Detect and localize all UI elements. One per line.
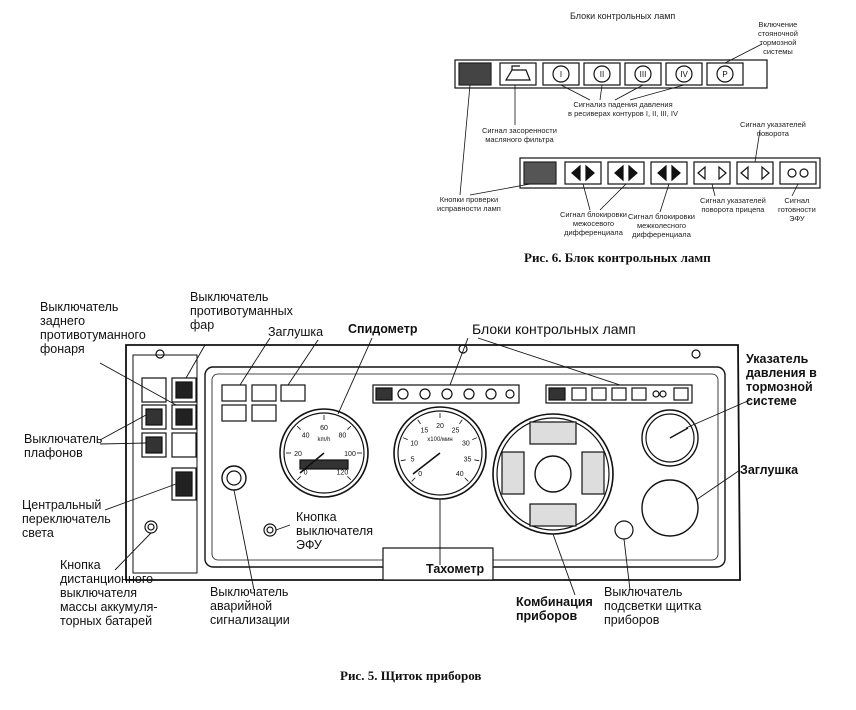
fig6-caption: Рис. 6. Блок контрольных ламп — [524, 250, 711, 265]
tachometer-tick-label: 25 — [452, 428, 460, 435]
speedometer-tick — [347, 476, 352, 481]
lamp-glyph-P: P — [722, 70, 727, 79]
lower-lamp-block — [519, 157, 821, 189]
lamp-glyph-III: III — [640, 70, 647, 79]
tachometer-tick — [411, 477, 416, 482]
label-oil-filter: Сигнал засоренности масляного фильтра — [482, 126, 557, 144]
left-switch-column — [141, 377, 197, 534]
label-speedometer: Спидометр — [348, 322, 418, 336]
tachometer-tick-label: 10 — [410, 440, 418, 447]
speedometer-tick-label: 0 — [304, 469, 308, 476]
label-plug-top: Заглушка — [268, 325, 324, 339]
tachometer-dial — [393, 406, 487, 500]
label-efu-button: Кнопка выключателя ЭФУ — [296, 510, 374, 552]
label-plug-right: Заглушка — [740, 463, 799, 477]
label-fog-lights: Выключатель противотуманных фар — [190, 290, 293, 332]
fig5-caption: Рис. 5. Щиток приборов — [340, 668, 482, 683]
tachometer-tick-label: 20 — [436, 423, 444, 430]
tachometer-tick-label: 30 — [462, 440, 470, 447]
tachometer-tick-label: 5 — [411, 456, 415, 463]
lamp-glyph-II: II — [600, 70, 604, 79]
label-interwheel-lock: Сигнал блокировки межколесного дифференц… — [628, 212, 695, 239]
tachometer-tick-label: 40 — [456, 471, 464, 478]
speedometer-tick-label: 80 — [338, 433, 346, 440]
label-brake-pressure: Указатель давления в тормозной системе — [746, 352, 817, 408]
speedometer-tick — [296, 425, 301, 430]
speedometer-tick-label: 40 — [302, 433, 310, 440]
combination-instruments — [492, 413, 614, 535]
speedometer-tick-label: 20 — [294, 451, 302, 458]
label-backlight: Выключатель подсветки щитка приборов — [604, 585, 702, 627]
label-rear-fog: Выключатель заднего противотуманного фон… — [40, 300, 146, 356]
lamp-glyph-I: I — [560, 70, 562, 79]
speedometer-tick — [347, 425, 352, 430]
tachometer-tick — [459, 419, 463, 425]
pressure-lamp-icons — [542, 62, 744, 86]
right-plug — [641, 479, 699, 537]
label-test-buttons: Кнопки проверки исправности ламп — [437, 195, 501, 213]
label-trailer-turn: Сигнал указателей поворота прицепа — [700, 196, 766, 214]
speedometer-tick-label: 60 — [320, 425, 328, 432]
fig6-title: Блоки контрольных ламп — [570, 11, 676, 21]
tachometer-tick — [474, 459, 480, 462]
speedometer-dial — [279, 408, 369, 498]
tachometer-tick — [472, 437, 478, 440]
label-dome-lights: Выключатель плафонов — [24, 432, 103, 460]
label-tachometer: Тахометр — [426, 562, 485, 576]
tachometer-tick-label: 0 — [418, 471, 422, 478]
speedometer-unit: km/h — [317, 437, 330, 443]
tachometer-unit: x100/мин — [427, 437, 452, 443]
tachometer-tick-label: 15 — [421, 428, 429, 435]
label-efu-ready: Сигнал готовности ЭФУ — [778, 196, 816, 223]
oil-filter-icon — [499, 62, 537, 86]
speedometer-tick-label: 120 — [337, 469, 349, 476]
label-pressure-drop: Сигнализ падения давления в ресиверах ко… — [568, 100, 678, 118]
brake-pressure-gauge — [641, 409, 699, 467]
tachometer-tick-label: 35 — [464, 456, 472, 463]
label-hazard: Выключатель аварийной сигнализации — [210, 585, 290, 627]
upper-lamp-block — [454, 59, 768, 89]
label-turn-signal: Сигнал указателей поворота — [740, 120, 806, 138]
tachometer-tick — [464, 477, 469, 482]
lamp-glyph-IV: IV — [680, 70, 688, 79]
tachometer-tick — [400, 459, 406, 462]
tachometer-tick — [402, 437, 408, 440]
fig6-leader-lines — [459, 43, 799, 213]
label-lamp-blocks: Блоки контрольных ламп — [472, 321, 636, 337]
fig5-leader-lines — [99, 337, 751, 596]
panel-screws — [155, 344, 701, 359]
speedometer-tick-label: 100 — [344, 451, 356, 458]
plug-buttons — [221, 384, 306, 422]
dashboard-lamp-blocks — [372, 384, 693, 404]
speedometer-tick — [296, 476, 301, 481]
tachometer-tick — [417, 419, 421, 425]
label-parking-brake: Включение стояночной тормозной системы — [758, 20, 798, 56]
label-interaxle-lock: Сигнал блокировки межосевого дифференциа… — [560, 210, 627, 237]
label-central-light: Центральный переключатель света — [22, 498, 111, 540]
label-combination: Комбинация приборов — [516, 595, 593, 623]
label-battery-button: Кнопка дистанционного выключателя массы … — [60, 558, 158, 628]
dashboard-outline — [125, 344, 741, 581]
